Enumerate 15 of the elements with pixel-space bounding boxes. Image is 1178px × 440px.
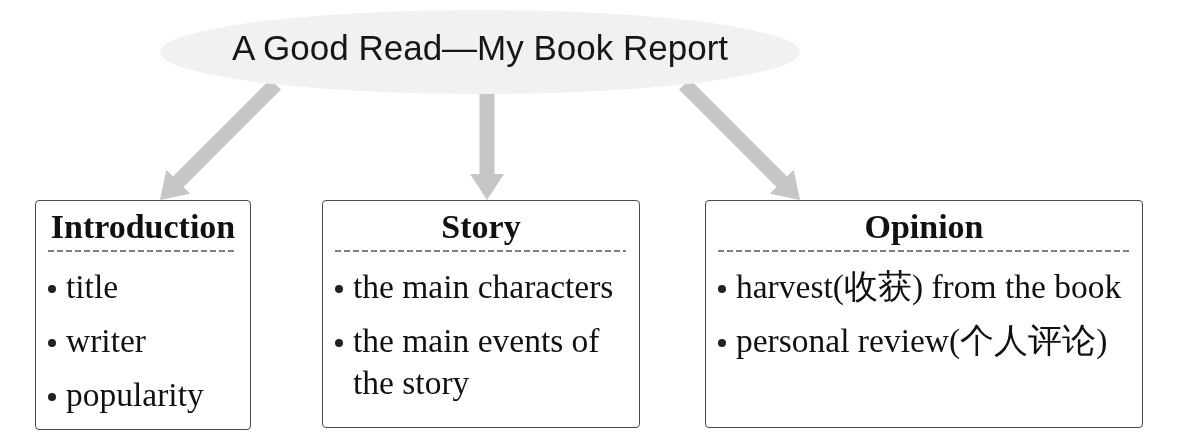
list-item-text: title [66, 267, 119, 307]
box-heading: Introduction [50, 207, 236, 247]
list-item-text: the main characters [353, 267, 614, 307]
topic-box [322, 200, 640, 428]
list-item-text: harvest(收获) from the book [736, 267, 1122, 307]
list-item-text: writer [66, 321, 146, 361]
list-item-text: the main events of the story [353, 321, 601, 403]
topic-box [705, 200, 1143, 428]
arrow [470, 94, 504, 200]
box-heading: Story [441, 207, 521, 247]
list-item-text: popularity [66, 375, 204, 415]
list-item-text: personal review(个人评论) [736, 321, 1108, 361]
topic-box [35, 200, 251, 430]
title-text: A Good Read—My Book Report [231, 27, 729, 69]
box-heading: Opinion [864, 207, 984, 247]
